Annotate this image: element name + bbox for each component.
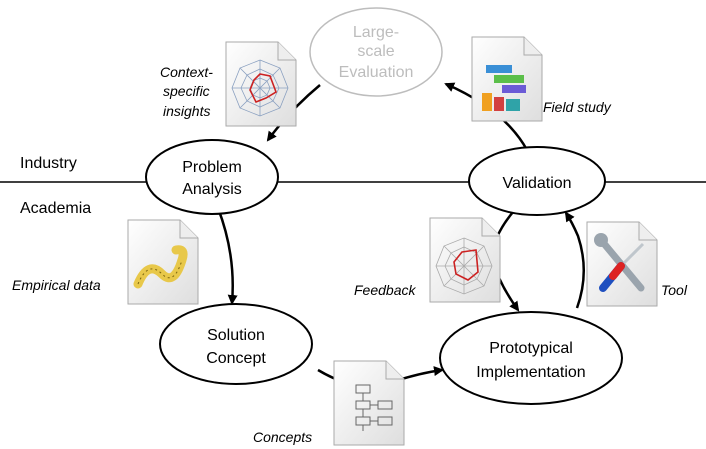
feedback-label: Feedback	[354, 282, 416, 298]
node-validation: Validation	[468, 146, 606, 216]
node-label-line: Concept	[206, 350, 266, 367]
node-label-line: Validation	[502, 175, 571, 192]
tool-label: Tool	[661, 282, 688, 298]
radar-chart-document-icon	[225, 41, 297, 127]
wrench-screwdriver-document-icon	[586, 221, 658, 307]
academia-label: Academia	[20, 200, 91, 217]
node-label-line: Solution	[207, 327, 265, 344]
concepts-label: Concepts	[253, 429, 312, 445]
measuring-tape-document-icon	[127, 219, 199, 305]
edge-problem-to-solution	[216, 207, 238, 305]
empirical-data-label: Empirical data	[12, 277, 101, 293]
node-label-line: Evaluation	[339, 64, 414, 81]
field-study-label: Field study	[543, 99, 612, 115]
node-large-scale-evaluation: Large- scale Evaluation	[309, 7, 443, 97]
node-label-line: scale	[357, 43, 394, 60]
flowchart-document-icon	[333, 360, 405, 446]
industry-label: Industry	[20, 155, 77, 172]
node-label-line: Implementation	[476, 364, 585, 381]
gantt-chart-document-icon	[471, 36, 543, 122]
node-label-line: Analysis	[182, 181, 242, 198]
context-specific-insights-label: insights	[163, 103, 210, 119]
node-prototypical-implementation: Prototypical Implementation	[439, 311, 623, 405]
node-label-line: Problem	[182, 159, 242, 176]
node-label-line: Large-	[353, 24, 399, 41]
radar-chart-document-icon	[429, 217, 501, 303]
node-solution-concept: Solution Concept	[159, 303, 313, 385]
node-label-line: Prototypical	[489, 340, 573, 357]
context-specific-insights-label: specific	[163, 83, 210, 99]
context-specific-insights-label: Context-	[160, 64, 213, 80]
edge-implementation-to-validation	[564, 211, 585, 309]
node-problem-analysis: Problem Analysis	[145, 139, 279, 215]
